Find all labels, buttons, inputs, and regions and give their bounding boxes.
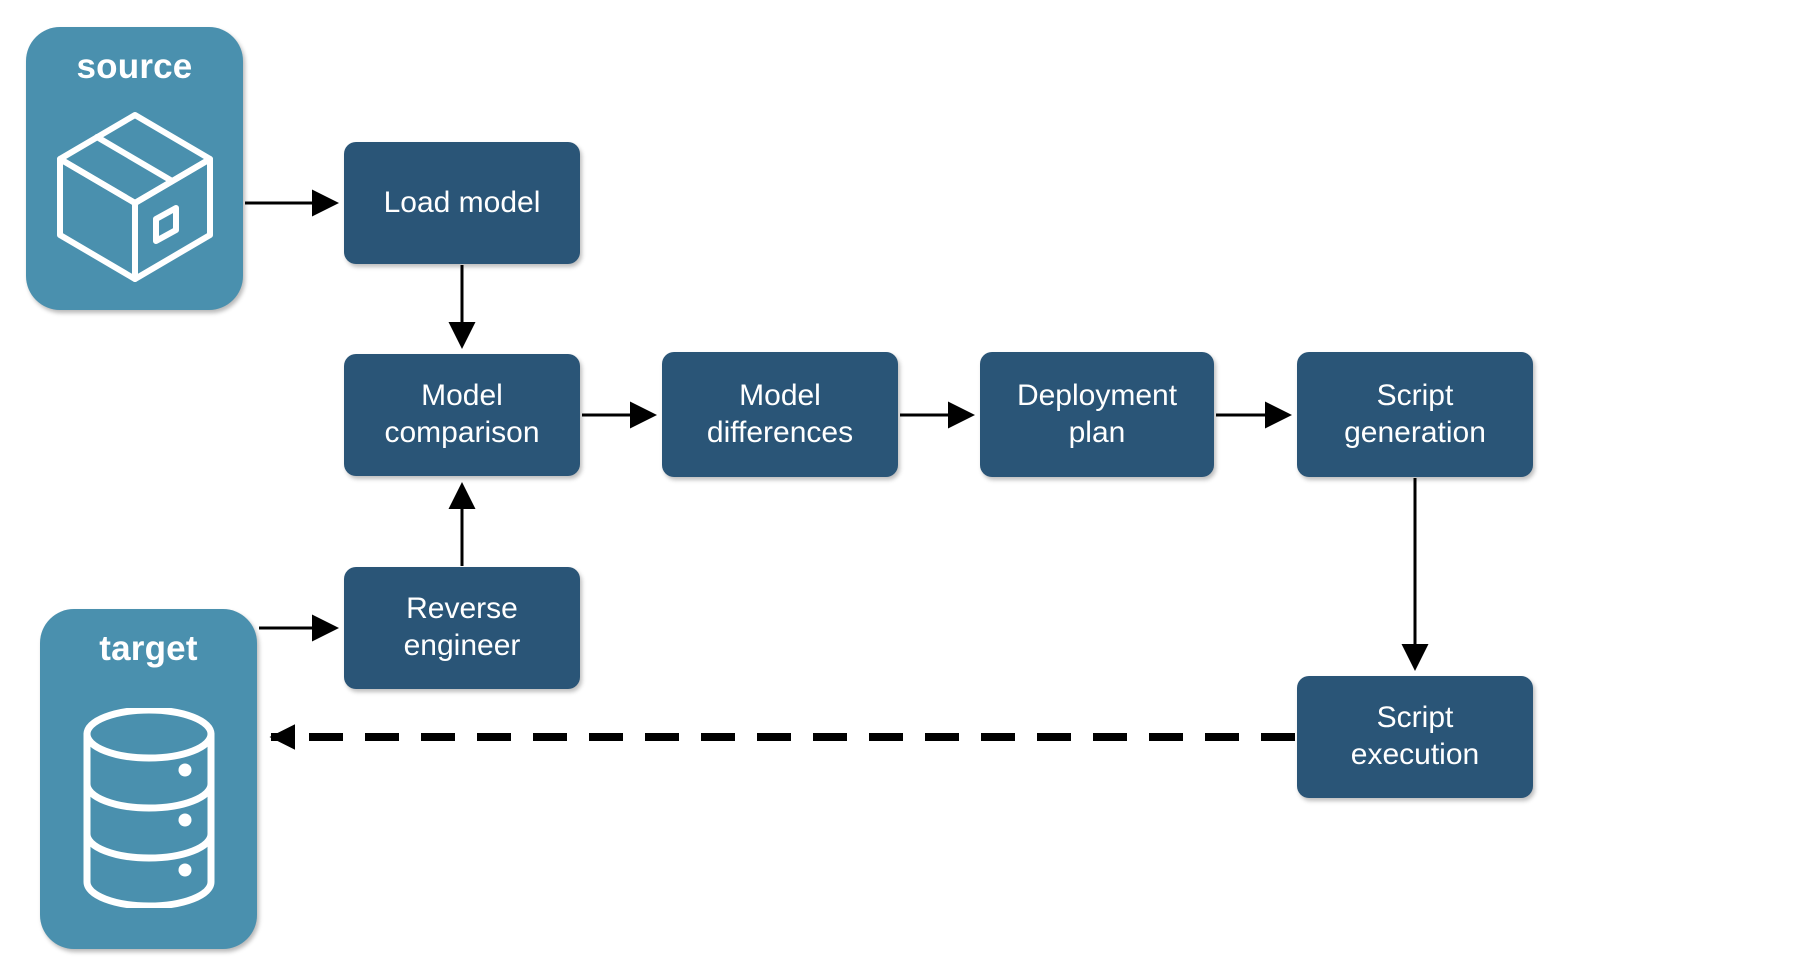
- node-model-comparison-label: Model comparison: [384, 379, 540, 449]
- node-model-differences[interactable]: Model differences: [662, 352, 898, 477]
- database-cylinder-icon: [40, 666, 257, 949]
- node-deployment-plan[interactable]: Deployment plan: [980, 352, 1214, 477]
- node-reverse-engineer-label: Reverse engineer: [403, 592, 521, 662]
- node-load-model[interactable]: Load model: [344, 142, 580, 264]
- package-box-icon: [26, 84, 243, 310]
- node-script-execution-label: Script execution: [1350, 701, 1480, 771]
- node-target-label: target: [99, 629, 198, 668]
- node-script-generation-label: Script generation: [1344, 378, 1486, 449]
- node-target[interactable]: target: [40, 609, 257, 949]
- node-model-comparison[interactable]: Model comparison: [344, 354, 580, 476]
- node-model-differences-label: Model differences: [706, 378, 854, 449]
- node-deployment-plan-label: Deployment plan: [1016, 378, 1178, 449]
- node-reverse-engineer[interactable]: Reverse engineer: [344, 567, 580, 689]
- node-source[interactable]: source: [26, 27, 243, 310]
- node-script-generation[interactable]: Script generation: [1297, 352, 1533, 477]
- node-source-label: source: [76, 47, 193, 86]
- node-script-execution[interactable]: Script execution: [1297, 676, 1533, 798]
- node-load-model-label: Load model: [383, 185, 541, 219]
